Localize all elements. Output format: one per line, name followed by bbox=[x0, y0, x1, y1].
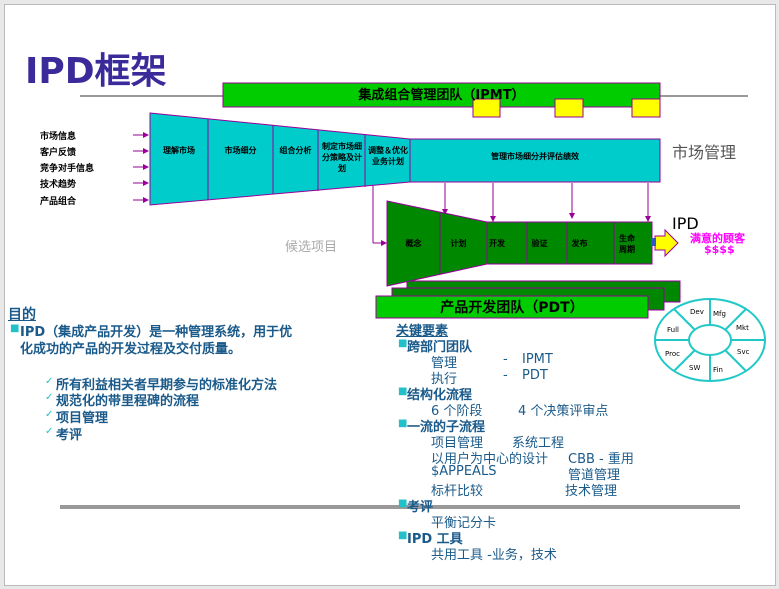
ipd-label: IPD bbox=[672, 214, 699, 233]
wheel-segment: Svc bbox=[737, 348, 750, 356]
customer-value: $$$$ bbox=[704, 243, 735, 256]
pdt-label: 产品开发团队（PDT） bbox=[440, 300, 584, 316]
ipmt-marker bbox=[554, 98, 584, 118]
wheel-segment: Mfg bbox=[713, 310, 726, 318]
bullet-icon: ■ bbox=[398, 338, 408, 349]
bullet-icon: ■ bbox=[398, 530, 408, 541]
pdt-stage: 开发 bbox=[489, 239, 505, 248]
bullet-icon: ■ bbox=[398, 418, 408, 429]
check-icon: ✓ bbox=[45, 392, 54, 403]
pdt-stage: 验证 bbox=[531, 239, 548, 248]
check-item: 所有利益相关者早期参与的标准化方法 bbox=[56, 378, 278, 393]
pdt-stage: 生命周期 bbox=[619, 234, 635, 254]
check-icon: ✓ bbox=[45, 376, 54, 387]
pdt-stage: 发布 bbox=[571, 239, 588, 248]
key-subitem: 管理 bbox=[431, 356, 458, 371]
purpose-heading: 目的 bbox=[8, 307, 36, 323]
input-label: 产品组合 bbox=[40, 197, 77, 207]
pdt-stage: 概念 bbox=[405, 239, 422, 248]
key-item: 考评 bbox=[407, 500, 434, 515]
check-icon: ✓ bbox=[45, 409, 54, 420]
key-subitem: 共用工具 -业务，技术 bbox=[431, 548, 557, 563]
market-stage: 制定市场细分策略及计划 bbox=[322, 142, 362, 173]
check-item: 考评 bbox=[56, 428, 83, 443]
wheel-segment: Mkt bbox=[736, 324, 749, 332]
key-subitem: 标杆比较 bbox=[431, 484, 484, 499]
wheel-segment: SW bbox=[689, 364, 701, 372]
key-subitem: 管道管理 bbox=[568, 468, 621, 483]
key-item: IPD 工具 bbox=[407, 532, 463, 547]
bullet-icon: ■ bbox=[10, 323, 20, 334]
key-subitem: 系统工程 bbox=[512, 436, 565, 451]
key-subitem: $APPEALS bbox=[431, 464, 497, 479]
arrow-tail bbox=[651, 238, 656, 246]
check-item: 规范化的带里程碑的流程 bbox=[56, 394, 200, 409]
market-stage: 管理市场细分并评估绩效 bbox=[491, 152, 579, 161]
bullet-icon: ■ bbox=[398, 498, 408, 509]
pdt-bar bbox=[375, 295, 649, 319]
key-subitem: PDT bbox=[522, 368, 548, 383]
ipmt-bar bbox=[222, 82, 661, 108]
check-item: 项目管理 bbox=[56, 411, 109, 426]
check-icon: ✓ bbox=[45, 426, 54, 437]
key-subitem: 6 个阶段 bbox=[431, 404, 483, 419]
purpose-text: IPD（集成产品开发）是一种管理系统，用于优 bbox=[20, 325, 293, 340]
ipmt-marker bbox=[472, 98, 501, 118]
key-subitem: 以用户为中心的设计 bbox=[431, 452, 549, 467]
key-subitem: CBB - 重用 bbox=[568, 452, 634, 467]
key-item: 跨部门团队 bbox=[407, 340, 473, 355]
market-stage: 调整＆优化业务计划 bbox=[368, 146, 408, 166]
ipmt-marker bbox=[631, 98, 661, 118]
market-stage: 市场细分 bbox=[224, 146, 257, 155]
input-label: 竞争对手信息 bbox=[40, 164, 95, 174]
key-subitem: IPMT bbox=[522, 352, 553, 367]
key-subitem: - bbox=[503, 352, 508, 367]
key-subitem: 项目管理 bbox=[431, 436, 484, 451]
wheel-segment: Proc bbox=[665, 350, 680, 358]
market-management-label: 市场管理 bbox=[672, 143, 737, 162]
wheel-segment: Full bbox=[667, 326, 679, 334]
input-label: 市场信息 bbox=[40, 132, 77, 142]
key-elements-heading: 关键要素 bbox=[396, 324, 449, 339]
bullet-icon: ■ bbox=[398, 386, 408, 397]
pdt-stage: 计划 bbox=[450, 239, 467, 248]
key-subitem: 平衡记分卡 bbox=[431, 516, 497, 531]
team-wheel bbox=[654, 298, 766, 382]
market-stage: 理解市场 bbox=[163, 146, 195, 155]
market-stage: 组合分析 bbox=[279, 146, 312, 155]
key-item: 一流的子流程 bbox=[407, 420, 486, 435]
key-subitem: 4 个决策评审点 bbox=[518, 404, 609, 419]
wheel-segment: Dev bbox=[690, 308, 704, 316]
key-subitem: - bbox=[503, 368, 508, 383]
input-label: 客户反馈 bbox=[40, 148, 77, 158]
wheel-segment: Fin bbox=[713, 366, 723, 374]
page-title: IPD框架 bbox=[25, 51, 167, 92]
arrow-right-icon bbox=[654, 228, 679, 258]
purpose-text: 化成功的产品的开发过程及交付质量。 bbox=[20, 342, 242, 357]
ipmt-label: 集成组合管理团队（IPMT） bbox=[358, 88, 525, 103]
key-subitem: 技术管理 bbox=[565, 484, 618, 499]
candidate-projects-label: 候选项目 bbox=[285, 240, 338, 255]
key-item: 结构化流程 bbox=[407, 388, 473, 403]
input-label: 技术趋势 bbox=[40, 180, 77, 190]
key-subitem: 执行 bbox=[431, 372, 458, 387]
customer-label: 满意的顾客 bbox=[690, 232, 745, 245]
